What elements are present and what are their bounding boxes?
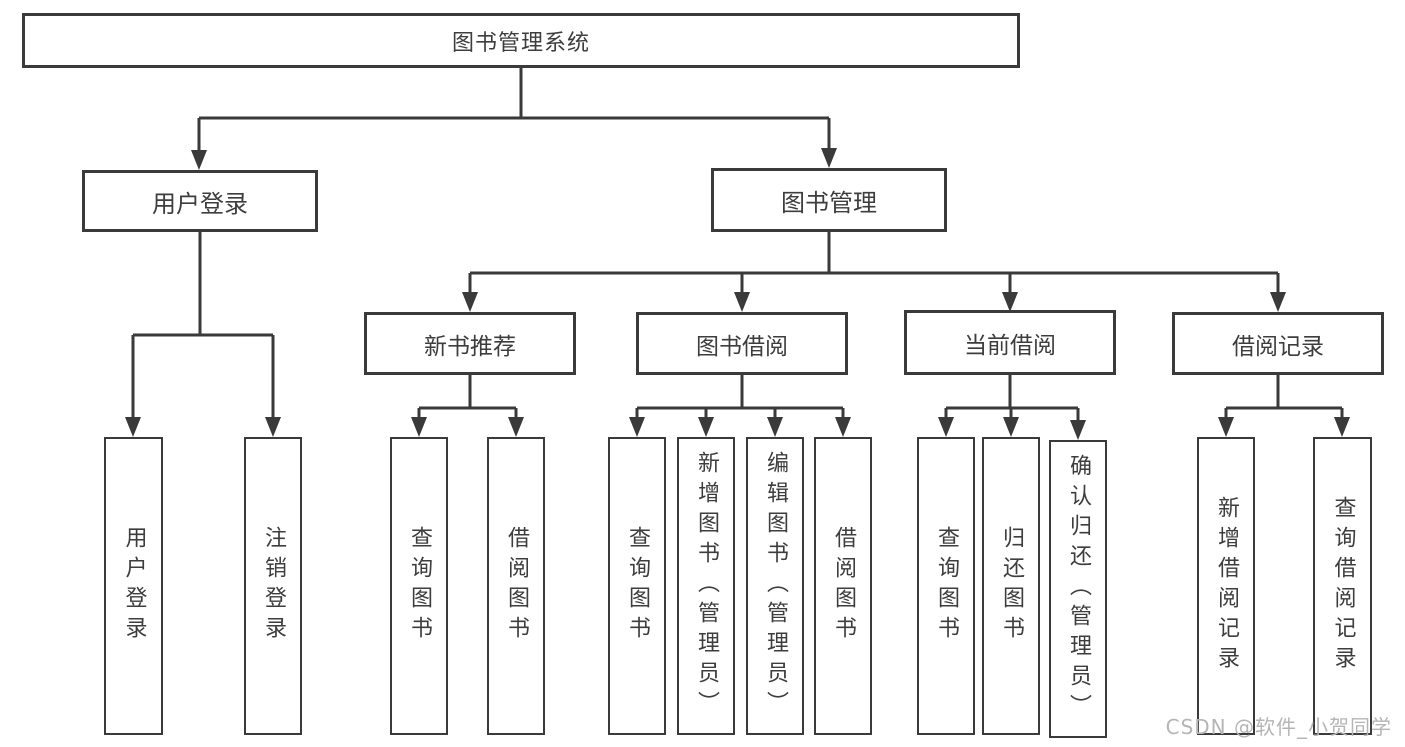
leaf-label: 查询借阅记录: [1330, 496, 1356, 676]
node-label: 借阅记录: [1232, 333, 1324, 360]
csdn-watermark: CSDN @软件_小贺同学: [1165, 715, 1392, 739]
leaf-label: 注销登录: [261, 526, 286, 646]
leaf-label: 借阅图书: [504, 526, 529, 646]
leaf-query-books-current: 查询图书: [917, 437, 975, 735]
leaf-label: 借阅图书: [831, 526, 856, 646]
arrowhead-group: [125, 148, 1350, 440]
leaf-query-borrow-record: 查询借阅记录: [1313, 437, 1372, 735]
leaf-confirm-return-admin: 确认归还（管理员）: [1049, 440, 1107, 738]
leaf-add-borrow-record: 新增借阅记录: [1197, 437, 1255, 735]
node-borrowing-records: 借阅记录: [1172, 312, 1384, 375]
leaf-borrow-books-recommend: 借阅图书: [487, 437, 545, 735]
leaf-label: 确认归还（管理员）: [1066, 454, 1091, 724]
node-label: 用户登录: [152, 189, 248, 218]
leaf-label: 编辑图书（管理员）: [763, 451, 788, 721]
node-library-management-system: 图书管理系统: [22, 13, 1020, 68]
leaf-edit-books-admin: 编辑图书（管理员）: [746, 437, 804, 735]
leaf-label: 查询图书: [934, 526, 959, 646]
node-new-book-recommend: 新书推荐: [364, 312, 576, 375]
leaf-borrow-books: 借阅图书: [814, 437, 872, 735]
node-label: 当前借阅: [964, 332, 1056, 359]
node-label: 图书管理系统: [451, 30, 590, 56]
node-current-borrowing: 当前借阅: [904, 310, 1116, 375]
node-label: 新书推荐: [424, 333, 516, 360]
leaf-return-books: 归还图书: [982, 437, 1040, 735]
leaf-label: 新增图书（管理员）: [694, 451, 719, 721]
leaf-query-books-borrowing: 查询图书: [608, 437, 666, 735]
node-book-management: 图书管理: [711, 168, 947, 232]
leaf-label: 用户登录: [121, 526, 147, 646]
node-label: 图书管理: [781, 188, 877, 217]
leaf-label: 查询图书: [407, 526, 432, 646]
leaf-label: 归还图书: [999, 526, 1024, 646]
node-label: 图书借阅: [696, 333, 788, 360]
leaf-logout: 注销登录: [244, 437, 302, 735]
node-book-borrowing: 图书借阅: [636, 312, 848, 375]
node-user-login: 用户登录: [82, 170, 318, 232]
leaf-label: 查询图书: [625, 526, 650, 646]
leaf-user-login: 用户登录: [104, 437, 163, 735]
leaf-label: 新增借阅记录: [1214, 496, 1239, 676]
leaf-query-books-recommend: 查询图书: [390, 437, 448, 735]
leaf-add-books-admin: 新增图书（管理员）: [677, 437, 735, 735]
